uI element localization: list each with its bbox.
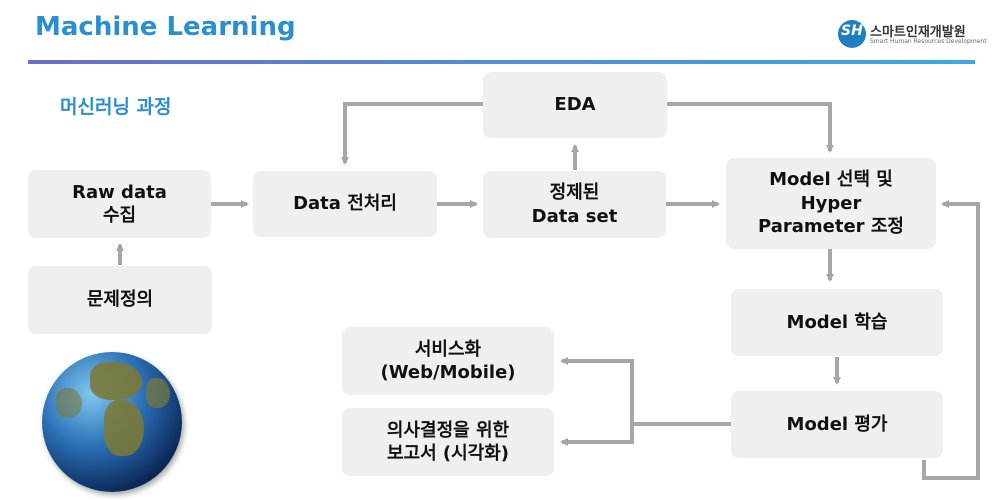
logo-subtitle: Smart Human Resources Development bbox=[870, 38, 987, 45]
header-divider bbox=[28, 60, 975, 64]
box-service: 서비스화 (Web/Mobile) bbox=[342, 327, 554, 395]
section-subtitle: 머신러닝 과정 bbox=[60, 96, 172, 118]
box-model-select: Model 선택 및 Hyper Parameter 조정 bbox=[726, 158, 936, 249]
box-refined: 정제된 Data set bbox=[483, 171, 666, 238]
arrow-evaluate-feedback bbox=[922, 200, 980, 480]
box-preprocess: Data 전처리 bbox=[253, 171, 437, 237]
logo-mark-text: SH bbox=[841, 23, 863, 39]
arrow-eda-to-select bbox=[667, 102, 834, 153]
box-eda: EDA bbox=[483, 72, 667, 138]
box-train: Model 학습 bbox=[731, 289, 943, 356]
box-evaluate: Model 평가 bbox=[731, 391, 943, 458]
arrow-evaluate-to-report bbox=[560, 424, 634, 446]
box-raw-data: Raw data 수집 bbox=[28, 170, 211, 238]
logo-icon: SH bbox=[838, 20, 866, 48]
arrow-evaluate-to-service bbox=[560, 357, 731, 426]
page-title: Machine Learning bbox=[35, 12, 296, 42]
company-logo: SH 스마트인재개발원 Smart Human Resources Develo… bbox=[838, 20, 988, 50]
arrow-eda-to-preprocess bbox=[341, 102, 483, 165]
box-problem: 문제정의 bbox=[28, 266, 212, 334]
logo-name: 스마트인재개발원 bbox=[870, 25, 966, 40]
box-report: 의사결정을 위한 보고서 (시각화) bbox=[342, 408, 554, 476]
globe-icon bbox=[42, 352, 182, 492]
